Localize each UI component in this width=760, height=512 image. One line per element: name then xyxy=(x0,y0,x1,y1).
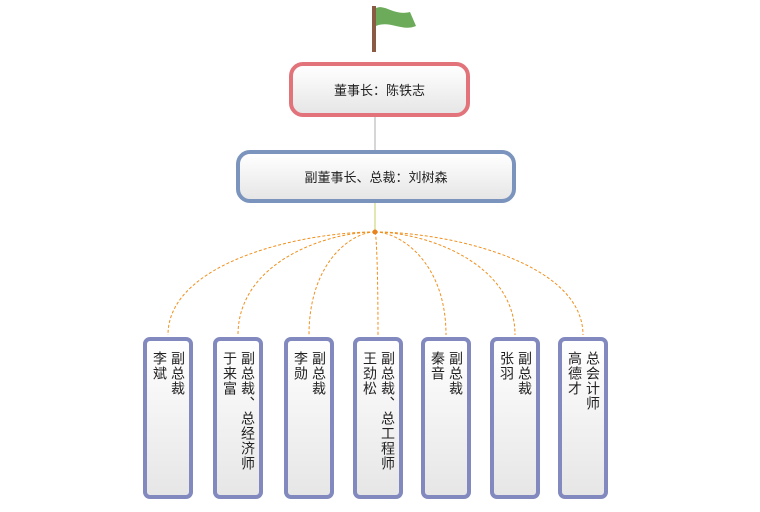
connector-branch-7 xyxy=(374,231,584,336)
flag-icon xyxy=(372,6,416,52)
connector-branch-5 xyxy=(374,231,447,336)
vp-box-6[interactable]: 副总裁 张羽 xyxy=(490,337,540,499)
vp-box-5[interactable]: 副总裁 秦音 xyxy=(421,337,471,499)
vp-box-3[interactable]: 副总裁 李勋 xyxy=(284,337,334,499)
vp-label-7: 总会计师 高德才 xyxy=(566,351,600,411)
president-box[interactable]: 副董事长、总裁：刘树森 xyxy=(236,150,516,203)
connector-branch-1 xyxy=(167,231,376,336)
connector-branch-4 xyxy=(374,231,379,336)
vp-box-2[interactable]: 副总裁、总经济师 于来富 xyxy=(213,337,263,499)
connector-hub xyxy=(372,229,378,235)
vp-label-4: 副总裁、总工程师 王劲松 xyxy=(361,351,395,471)
vp-box-4[interactable]: 副总裁、总工程师 王劲松 xyxy=(353,337,403,499)
connector-branch-3 xyxy=(308,231,376,336)
vp-box-1[interactable]: 副总裁 李斌 xyxy=(143,337,193,499)
vp-label-2: 副总裁、总经济师 于来富 xyxy=(221,351,255,471)
vp-label-3: 副总裁 李勋 xyxy=(292,351,326,396)
vp-box-7[interactable]: 总会计师 高德才 xyxy=(558,337,608,499)
connector-branch-6 xyxy=(374,231,516,336)
chairman-label: 董事长：陈铁志 xyxy=(333,84,425,99)
connector-branch-2 xyxy=(237,231,376,336)
president-label: 副董事长、总裁：刘树森 xyxy=(304,171,448,186)
vp-label-6: 副总裁 张羽 xyxy=(498,351,532,396)
vp-label-5: 副总裁 秦音 xyxy=(429,351,463,396)
vp-label-1: 副总裁 李斌 xyxy=(151,351,185,396)
chairman-box[interactable]: 董事长：陈铁志 xyxy=(289,62,470,117)
connector-branches xyxy=(167,231,584,336)
